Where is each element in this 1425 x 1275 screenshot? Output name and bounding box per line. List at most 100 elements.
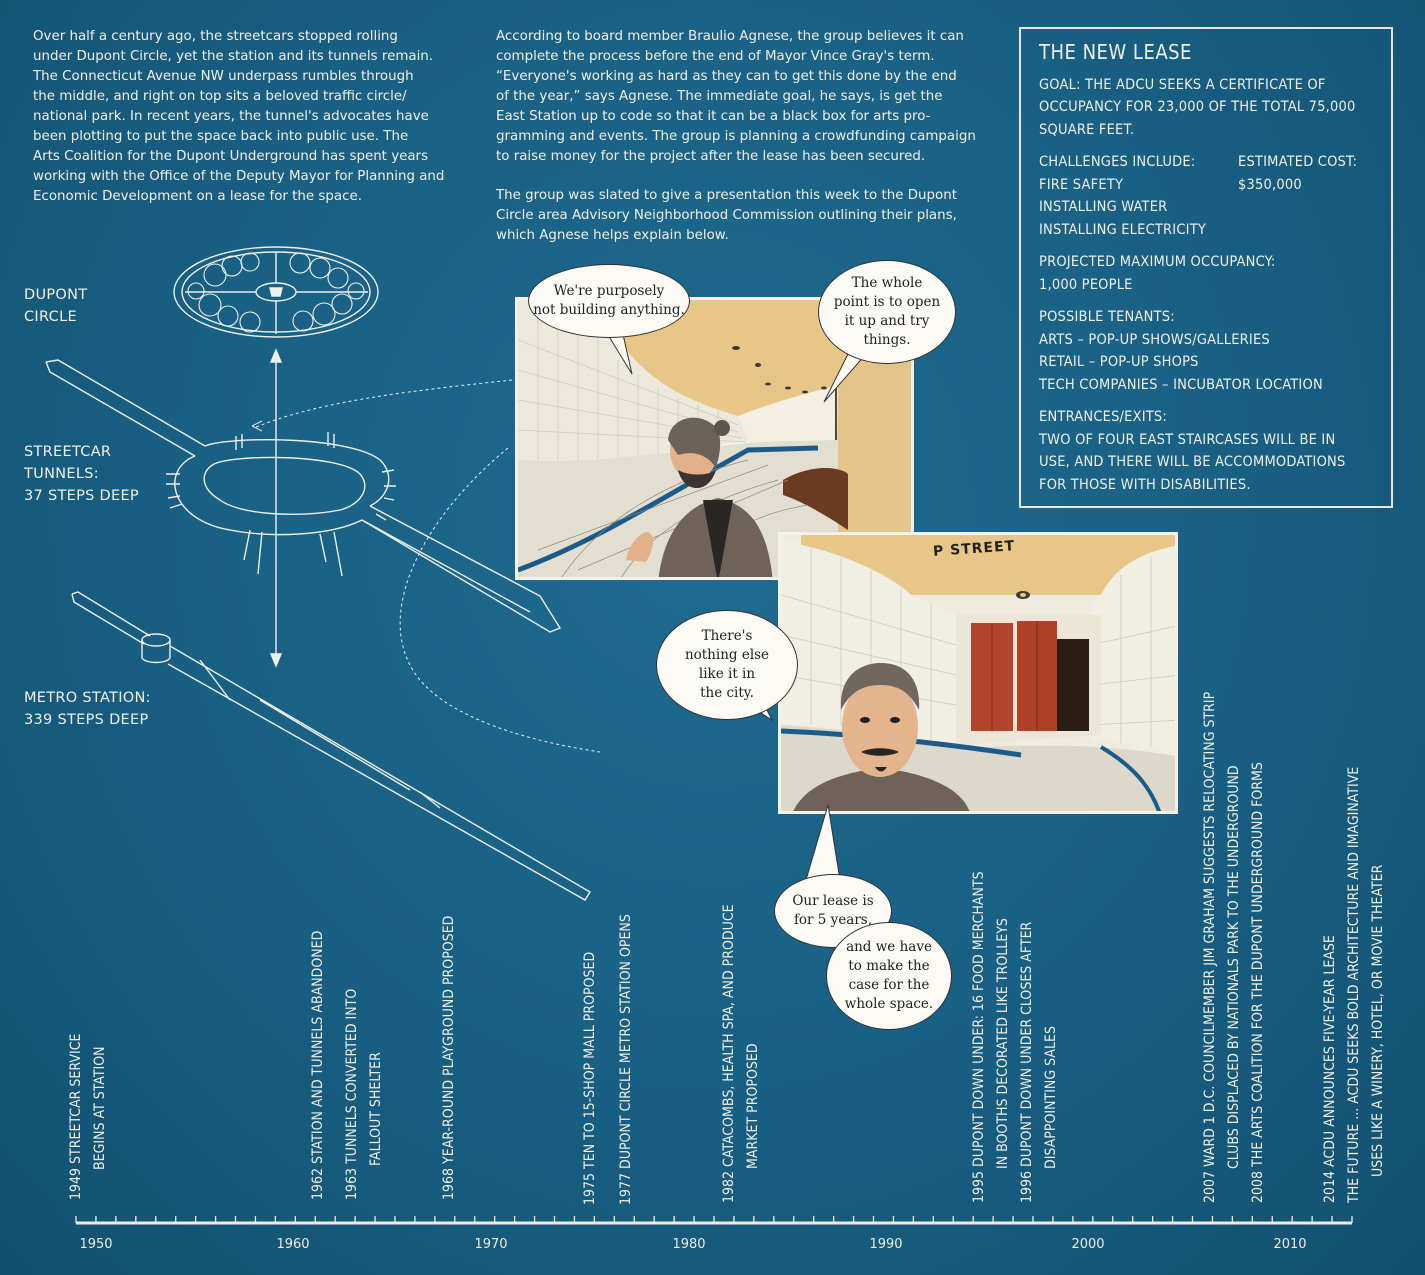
timeline-event-1995: 1995 DUPONT DOWN UNDER: 16 FOOD MERCHANT…	[967, 871, 1015, 1203]
braulio-agnese-figure	[626, 417, 773, 577]
event-line: 1963 TUNNELS CONVERTED INTO	[344, 988, 360, 1200]
intro-line: Economic Development on a lease for the …	[33, 189, 362, 204]
lease-occupancy: PROJECTED MAXIMUM OCCUPANCY: 1,000 PEOPL…	[1039, 251, 1373, 296]
bubble-line: and we have	[846, 939, 932, 955]
lease-line: ARTS – POP-UP SHOWS/GALLERIES	[1039, 331, 1270, 348]
lease-line: RETAIL – POP-UP SHOPS	[1039, 354, 1199, 370]
lease-tenants: POSSIBLE TENANTS: ARTS – POP-UP SHOWS/GA…	[1039, 306, 1373, 396]
lease-challenges: CHALLENGES INCLUDE: FIRE SAFETY INSTALLI…	[1039, 151, 1206, 241]
lease-line: INSTALLING ELECTRICITY	[1039, 221, 1207, 238]
intro-line: national park. In recent years, the tunn…	[33, 109, 429, 124]
intro-line: East Station up to code so that it can b…	[496, 109, 931, 124]
event-line: CLUBS DISPLACED BY NATIONALS PARK TO THE…	[1226, 765, 1242, 1169]
intro-line: which Agnese helps explain below.	[496, 228, 729, 243]
timeline-event-2008: 2008 THE ARTS COALITION FOR THE DUPONT U…	[1246, 762, 1270, 1203]
event-line: 1996 DUPONT DOWN UNDER CLOSES AFTER	[1019, 921, 1035, 1203]
bubble-line: not building anything.	[533, 302, 685, 318]
lease-line: POSSIBLE TENANTS:	[1039, 309, 1175, 325]
intro-line: working with the Office of the Deputy Ma…	[33, 169, 445, 184]
lease-line: CHALLENGES INCLUDE:	[1039, 154, 1196, 170]
lease-title: THE NEW LEASE	[1039, 40, 1192, 64]
timeline-event-2007: 2007 WARD 1 D.C. COUNCILMEMBER JIM GRAHA…	[1198, 692, 1246, 1203]
timeline-event-future: THE FUTURE ... ACDU SEEKS BOLD ARCHITECT…	[1342, 767, 1390, 1203]
event-line: 1975 TEN TO 15-SHOP MALL PROPOSED	[582, 951, 598, 1205]
intro-right-paragraph-1: According to board member Braulio Agnese…	[496, 27, 991, 167]
year-label: 1950	[79, 1237, 113, 1252]
streetcar-tunnels-label: STREETCAR TUNNELS: 37 STEPS DEEP	[24, 441, 139, 507]
bubble-line: to make the	[848, 958, 930, 974]
event-line: FALLOUT SHELTER	[368, 1052, 384, 1166]
bubble-line: whole space.	[844, 996, 934, 1012]
timeline-event-1982: 1982 CATACOMBS, HEALTH SPA, AND PRODUCE …	[717, 904, 765, 1203]
timeline-event-1996: 1996 DUPONT DOWN UNDER CLOSES AFTER DISA…	[1015, 922, 1063, 1203]
event-line: 1949 STREETCAR SERVICE	[68, 1033, 84, 1200]
timeline-event-1977: 1977 DUPONT CIRCLE METRO STATION OPENS	[614, 914, 638, 1205]
bubble-line: nothing else	[684, 647, 770, 663]
event-line: 1968 YEAR-ROUND PLAYGROUND PROPOSED	[441, 915, 457, 1200]
dashed-connectors	[251, 379, 601, 753]
timeline-event-1963: 1963 TUNNELS CONVERTED INTO FALLOUT SHEL…	[340, 989, 388, 1200]
timeline-event-1962: 1962 STATION AND TUNNELS ABANDONED	[306, 931, 330, 1200]
bubble-line: The whole	[851, 275, 923, 291]
intro-line: Arts Coalition for the Dupont Undergroun…	[33, 149, 429, 164]
bubble-line: We're purposely	[553, 283, 665, 299]
lease-line: OCCUPANCY FOR 23,000 OF THE TOTAL 75,000	[1039, 99, 1356, 115]
label-line: 339 STEPS DEEP	[24, 712, 149, 728]
bubble-line: Our lease is	[792, 893, 874, 909]
lease-line: 1,000 PEOPLE	[1039, 276, 1133, 293]
p-street-scene-illustration	[781, 535, 1175, 811]
speech-bubble-4: Our lease is for 5 years,	[774, 874, 892, 948]
lease-line: USE, AND THERE WILL BE ACCOMMODATIONS	[1039, 454, 1346, 470]
lease-line: FOR THOSE WITH DISABILITIES.	[1039, 476, 1251, 493]
intro-left-text: Over half a century ago, the streetcars …	[33, 27, 478, 207]
intro-line: been plotting to put the space back into…	[33, 129, 409, 144]
label-line: 37 STEPS DEEP	[24, 488, 139, 504]
bubble-line: for 5 years,	[793, 912, 873, 928]
intro-line: “Everyone's working as hard as they can …	[496, 69, 957, 84]
label-line: METRO STATION:	[24, 690, 151, 706]
lease-line: SQUARE FEET.	[1039, 121, 1135, 138]
bubble-line: it up and try	[844, 313, 930, 329]
dupont-circle-park-illustration	[173, 246, 379, 338]
event-line: 2007 WARD 1 D.C. COUNCILMEMBER JIM GRAHA…	[1202, 691, 1218, 1203]
intro-right-paragraph-2: The group was slated to give a presentat…	[496, 186, 991, 246]
event-line: 1977 DUPONT CIRCLE METRO STATION OPENS	[618, 914, 634, 1205]
event-line: USES LIKE A WINERY, HOTEL, OR MOVIE THEA…	[1370, 864, 1386, 1177]
intro-line: gramming and events. The group is planni…	[496, 129, 976, 144]
intro-line: the middle, and right on top sits a belo…	[33, 89, 407, 104]
lease-goal: GOAL: THE ADCU SEEKS A CERTIFICATE OF OC…	[1039, 74, 1373, 142]
bubble-line: things.	[863, 332, 911, 348]
lease-line: $350,000	[1238, 176, 1302, 193]
event-line: MARKET PROPOSED	[745, 1043, 761, 1169]
new-lease-box: THE NEW LEASE GOAL: THE ADCU SEEKS A CER…	[1019, 27, 1393, 508]
event-line: THE FUTURE ... ACDU SEEKS BOLD ARCHITECT…	[1346, 766, 1362, 1203]
year-label: 2000	[1071, 1237, 1105, 1252]
label-line: TUNNELS:	[24, 466, 99, 482]
label-line: DUPONT	[24, 287, 88, 303]
depth-arrow	[269, 348, 283, 668]
bubble-line: like it in	[698, 666, 756, 682]
intro-line: of the year,” says Agnese. The immediate…	[496, 89, 943, 104]
event-line: 2014 ACDU ANNOUNCES FIVE-YEAR LEASE	[1322, 935, 1338, 1203]
comic-panel-2: P STREET	[778, 532, 1178, 814]
lease-line: ENTRANCES/EXITS:	[1039, 409, 1168, 425]
event-line: IN BOOTHS DECORATED LIKE TROLLEYS	[995, 918, 1011, 1169]
lease-line: INSTALLING WATER	[1039, 199, 1168, 215]
lease-entrances: ENTRANCES/EXITS: TWO OF FOUR EAST STAIRC…	[1039, 406, 1373, 496]
year-label: 1990	[869, 1237, 903, 1252]
event-line: 1995 DUPONT DOWN UNDER: 16 FOOD MERCHANT…	[971, 871, 987, 1203]
timeline-event-1949: 1949 STREETCAR SERVICE BEGINS AT STATION	[64, 1034, 112, 1200]
lease-line: ESTIMATED COST:	[1238, 154, 1358, 170]
intro-right-text: According to board member Braulio Agnese…	[496, 27, 991, 265]
metro-station-illustration	[71, 591, 591, 901]
timeline-event-1968: 1968 YEAR-ROUND PLAYGROUND PROPOSED	[437, 916, 461, 1200]
lease-line: PROJECTED MAXIMUM OCCUPANCY:	[1039, 254, 1276, 270]
blueprint-diagram	[45, 246, 601, 901]
metro-station-label: METRO STATION: 339 STEPS DEEP	[24, 687, 151, 731]
dupont-circle-label: DUPONT CIRCLE	[24, 284, 87, 328]
intro-line: The group was slated to give a presentat…	[496, 188, 957, 203]
lease-line: GOAL: THE ADCU SEEKS A CERTIFICATE OF	[1039, 76, 1326, 93]
